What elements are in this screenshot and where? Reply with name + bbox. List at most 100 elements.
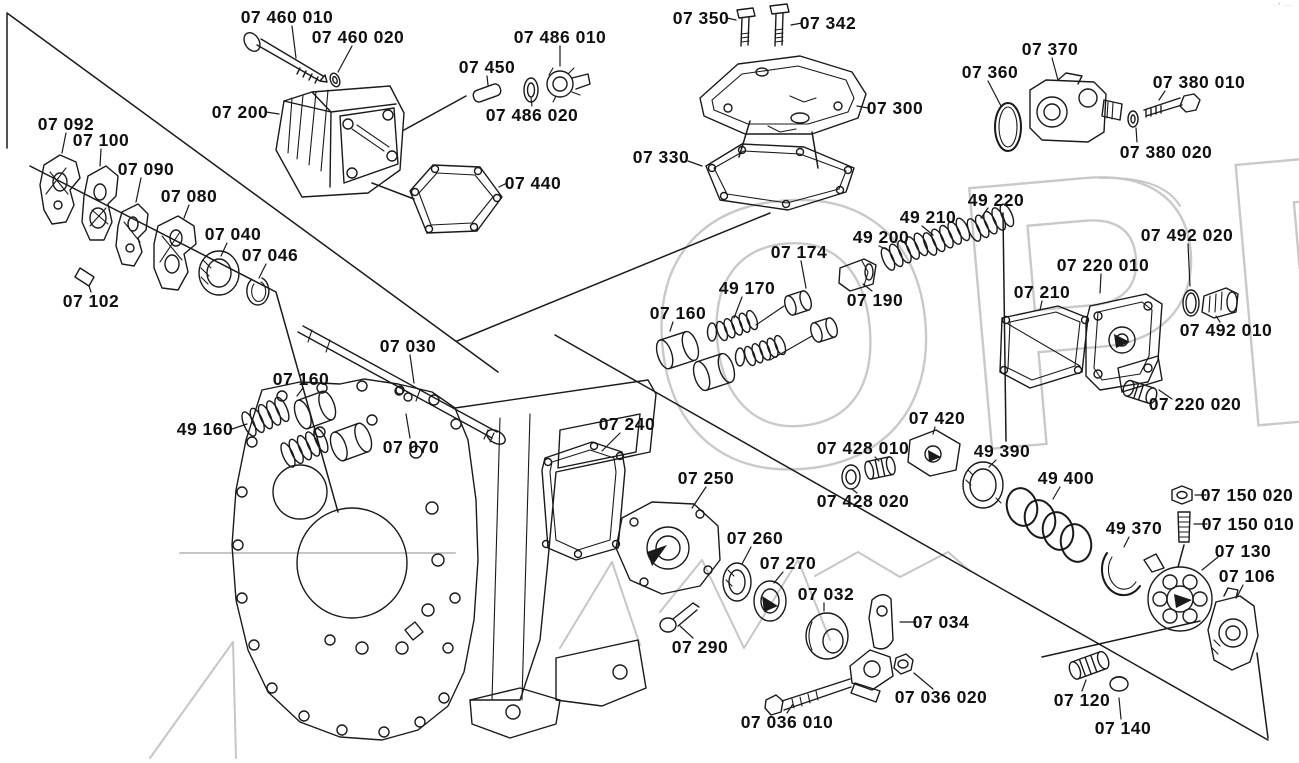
part-07360-oring-drawing: [994, 102, 1022, 152]
part-label-07-046: 07 046: [242, 245, 299, 265]
part-label-07-036-020: 07 036 020: [895, 687, 988, 707]
part-07450-drawing: [472, 83, 502, 103]
part-label-07-342: 07 342: [800, 13, 857, 33]
part-label-07-030: 07 030: [380, 336, 437, 356]
part-07130-rotor-drawing: [1143, 553, 1213, 632]
part-07174-pistons-drawing: [755, 290, 838, 361]
part-label-07-040: 07 040: [205, 224, 262, 244]
part-07190-plug-drawing: [838, 258, 877, 292]
part-label-07-460-020: 07 460 020: [312, 27, 405, 47]
part-label-49-210: 49 210: [900, 207, 957, 227]
part-07032-cup-drawing: [805, 612, 849, 660]
part-07342-bolt-drawing: [769, 3, 790, 47]
part-label-07-036-010: 07 036 010: [741, 712, 834, 732]
part-07250-cover-drawing: [615, 501, 721, 595]
part-07492010-plug-drawing: [1201, 287, 1239, 319]
part-label-07-160-b: 07 160: [650, 303, 707, 323]
part-label-49-200: 49 200: [853, 227, 910, 247]
part-07370-pump-drawing: [1029, 72, 1123, 143]
part-label-07-150-010: 07 150 010: [1202, 514, 1295, 534]
part-07380020-washer-drawing: [1127, 110, 1139, 128]
part-07080-rocker-drawing: [153, 215, 197, 291]
part-label-07-420: 07 420: [909, 408, 966, 428]
part-07420-bracket-drawing: [907, 429, 961, 477]
part-labels: 07 460 010 07 460 020 07 486 010 07 450 …: [38, 7, 1295, 738]
part-49210-spring-drawing: [922, 217, 971, 256]
part-label-07-260: 07 260: [727, 528, 784, 548]
part-07270-ring-drawing: [753, 580, 787, 622]
part-49200-spring-drawing: [880, 232, 929, 271]
part-07106-housing-drawing: [1207, 587, 1259, 671]
watermark-fragments: [149, 176, 1181, 759]
part-label-07-160-a: 07 160: [273, 369, 330, 389]
construction-lines: [6, 12, 1269, 741]
leader-lines: [61, 17, 1244, 720]
part-07240-gasket-drawing: [541, 441, 626, 561]
part-label-07-100: 07 100: [73, 130, 130, 150]
part-label-07-240: 07 240: [599, 414, 656, 434]
part-label-07-250: 07 250: [678, 468, 735, 488]
part-label-07-428-010: 07 428 010: [817, 438, 910, 458]
part-07260-ring-drawing: [722, 562, 752, 602]
part-label-07-486-020: 07 486 020: [486, 105, 579, 125]
part-07486020-washer-drawing: [523, 77, 539, 103]
part-07220010-cover-drawing: [1085, 293, 1163, 391]
part-07330-gasket-drawing: [705, 143, 855, 211]
part-label-07-150-020: 07 150 020: [1201, 485, 1294, 505]
part-07046-snap-ring-drawing: [246, 277, 270, 306]
part-main-housing-drawing: [231, 378, 657, 741]
part-label-07-450: 07 450: [459, 57, 516, 77]
part-07210-gasket-drawing: [999, 305, 1090, 389]
part-49400-ring-set-drawing: [1005, 487, 1093, 563]
part-07120-plug-drawing: [1068, 650, 1110, 680]
part-07090-rocker-drawing: [115, 203, 149, 267]
part-label-07-200: 07 200: [212, 102, 269, 122]
part-label-49-370: 49 370: [1106, 518, 1163, 538]
part-label-07-220-020: 07 220 020: [1149, 394, 1242, 414]
part-label-07-486-010: 07 486 010: [514, 27, 607, 47]
part-label-49-170: 49 170: [719, 278, 776, 298]
part-07492020-oring-drawing: [1182, 289, 1200, 317]
part-label-07-090: 07 090: [118, 159, 175, 179]
part-07440-gasket-drawing: [409, 164, 503, 234]
part-07200-valve-body-drawing: [275, 85, 405, 198]
part-07100-rocker-drawing: [81, 165, 119, 241]
part-drawings: [39, 3, 1259, 741]
part-label-07-290: 07 290: [672, 637, 729, 657]
part-label-07-492-010: 07 492 010: [1180, 320, 1273, 340]
part-label-07-380-010: 07 380 010: [1153, 72, 1246, 92]
part-07460020-washer-drawing: [329, 72, 341, 88]
part-49160-springs-drawing: [241, 396, 329, 468]
part-label-07-210: 07 210: [1014, 282, 1071, 302]
part-label-07-102: 07 102: [63, 291, 120, 311]
part-label-07-174: 07 174: [771, 242, 828, 262]
part-label-07-380-020: 07 380 020: [1120, 142, 1213, 162]
part-label-07-370: 07 370: [1022, 39, 1079, 59]
part-07034-lever-drawing: [868, 594, 894, 650]
part-label-07-428-020: 07 428 020: [817, 491, 910, 511]
part-label-07-080: 07 080: [161, 186, 218, 206]
part-label-07-032: 07 032: [798, 584, 855, 604]
part-07160-left-tappets-drawing: [293, 390, 373, 462]
part-label-07-460-010: 07 460 010: [241, 7, 334, 27]
part-label-07-360: 07 360: [962, 62, 1019, 82]
part-07102-pin-drawing: [74, 267, 95, 287]
part-49390-ring-drawing: [962, 461, 1004, 509]
part-label-07-106: 07 106: [1219, 566, 1276, 586]
part-07092-rocker-drawing: [39, 154, 81, 225]
part-label-07-034: 07 034: [913, 612, 970, 632]
part-label-07-492-020: 07 492 020: [1141, 225, 1234, 245]
part-label-07-190: 07 190: [847, 290, 904, 310]
part-07150010-stud-drawing: [1177, 511, 1191, 543]
part-label-07-140: 07 140: [1095, 718, 1152, 738]
part-label-07-440: 07 440: [505, 173, 562, 193]
part-label-49-160: 49 160: [177, 419, 234, 439]
part-07350-bolt-drawing: [736, 7, 756, 47]
part-07428010-pin-drawing: [864, 456, 896, 480]
part-label-07-092: 07 092: [38, 114, 95, 134]
part-07300-top-cover-drawing: [699, 55, 867, 135]
part-label-49-220: 49 220: [968, 190, 1025, 210]
part-07160-right-tappets-drawing: [655, 330, 736, 392]
